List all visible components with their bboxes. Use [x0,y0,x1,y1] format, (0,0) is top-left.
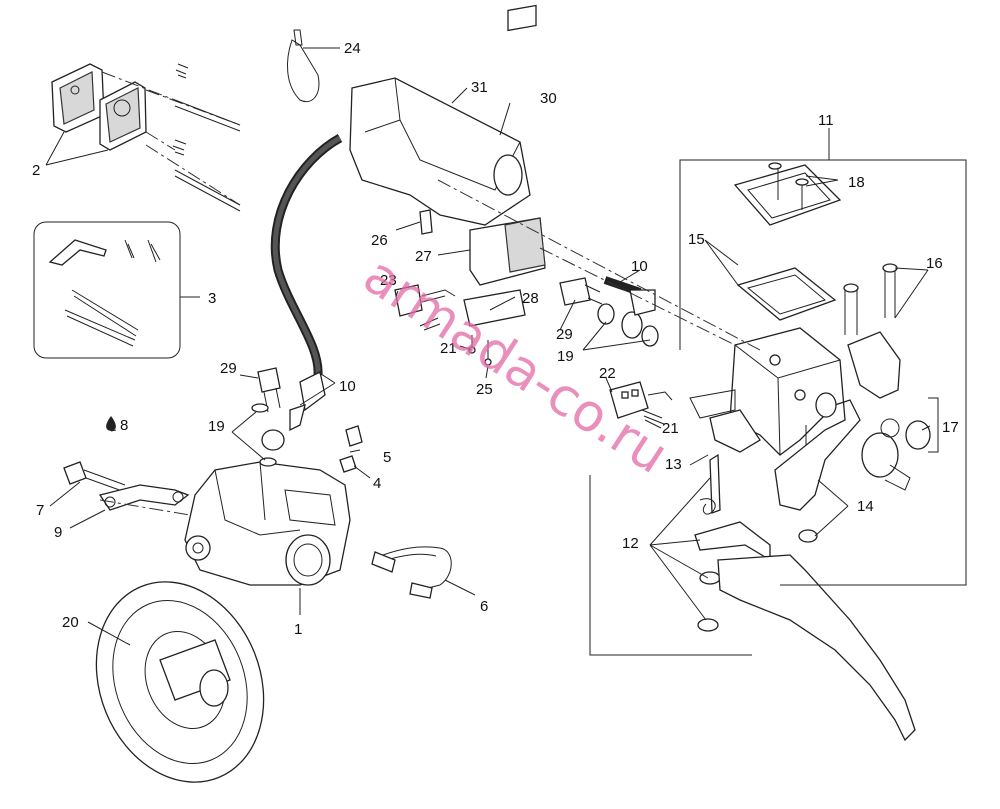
callout-29-right: 29 [556,326,573,343]
banjo-bolt-right [559,276,659,347]
callout-9: 9 [54,524,62,541]
callout-23: 23 [380,272,397,289]
callout-7: 7 [36,502,44,519]
callout-24: 24 [344,40,361,57]
callout-3: 3 [208,290,216,307]
banjo-fitting [371,546,452,599]
master-cylinder [689,162,931,543]
callout-11: 11 [818,112,834,129]
pin-kit-box [33,221,181,359]
callout-28: 28 [522,290,539,307]
cable-tie [287,29,320,102]
brake-lever [694,453,916,742]
switch-connector-right [609,381,673,425]
lever-cover [349,4,537,226]
part-callouts: 1 2 3 4 5 6 7 8 9 10 10 11 12 13 14 15 1… [32,40,959,638]
callout-19-right: 19 [557,348,574,365]
callout-13: 13 [665,456,682,473]
banjo-bolt-left [251,367,285,467]
watermark: armada-co.ru [353,246,678,486]
callout-14: 14 [857,498,874,515]
callout-2: 2 [32,162,40,179]
callout-25: 25 [476,381,493,398]
brake-caliper [184,461,351,586]
brake-pads [51,63,241,212]
callout-27: 27 [415,248,432,265]
callout-1: 1 [294,621,302,638]
callout-26: 26 [371,232,388,249]
callout-4: 4 [373,475,381,492]
callout-8: 8 [120,417,128,434]
callout-16: 16 [926,255,943,272]
callout-10-hose-right: 10 [631,258,648,275]
callout-21-left: 21 [440,340,457,357]
brake-disc [95,581,265,783]
callout-17: 17 [942,419,959,436]
callout-5: 5 [383,449,391,466]
callout-31: 31 [471,79,488,96]
brake-hose [270,134,343,432]
callout-12: 12 [622,535,639,552]
callout-18: 18 [848,174,865,191]
callout-15: 15 [688,231,705,248]
bleeder-valve [339,425,363,473]
callout-30: 30 [540,90,557,107]
callout-19-left: 19 [208,418,225,435]
mounting-bolt [63,461,190,511]
callout-20: 20 [62,614,79,631]
callout-22: 22 [599,365,616,382]
callout-10-hose-left: 10 [339,378,356,395]
callout-29-left: 29 [220,360,237,377]
callout-6: 6 [480,598,488,615]
callout-21-right: 21 [662,420,679,437]
grease-drop-icon [106,416,116,431]
leader-lines [45,47,967,656]
